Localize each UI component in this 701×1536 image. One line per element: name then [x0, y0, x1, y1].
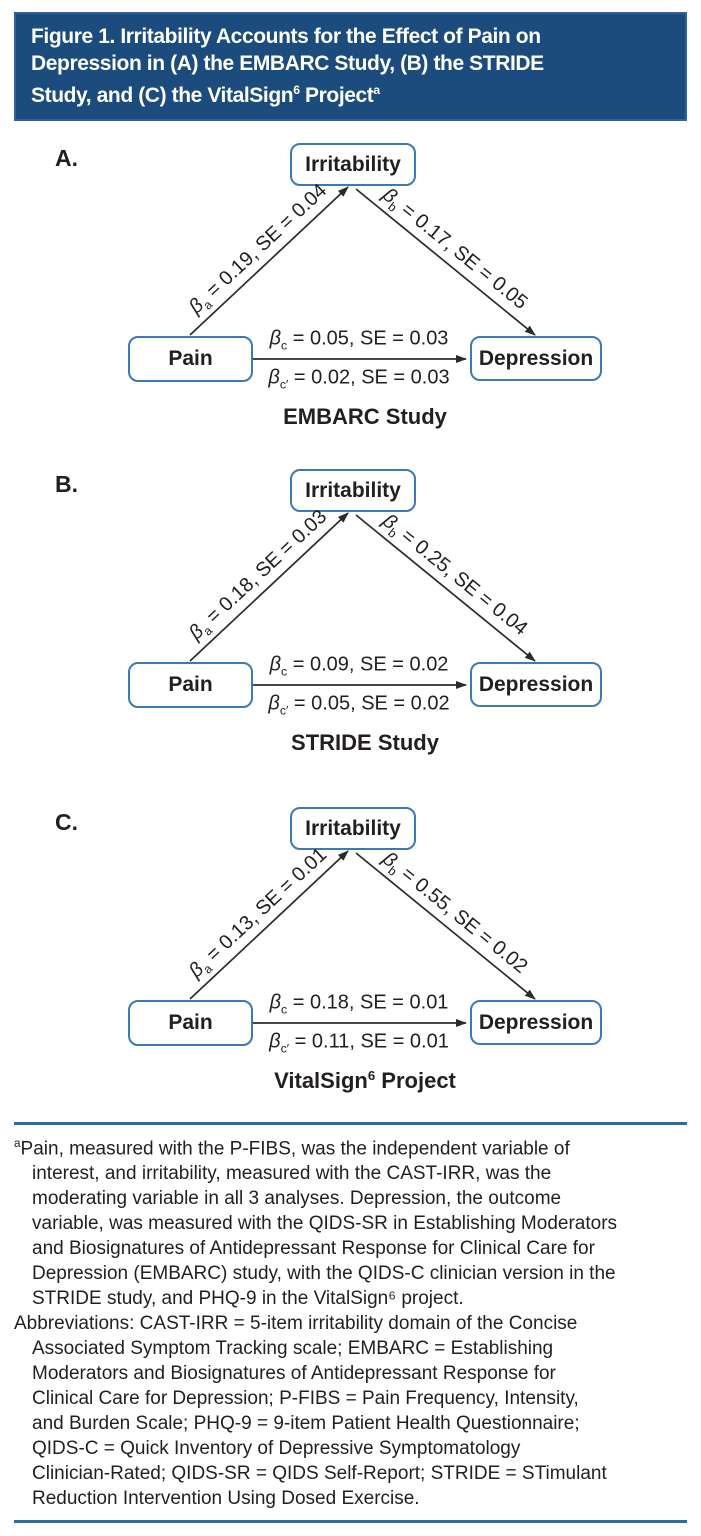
panel-a: A. Irritability Pain Depression βa = 0.1… [0, 133, 701, 465]
panel-b-caption: STRIDE Study [291, 730, 439, 756]
path-c-prime-label: βc′ = 0.11, SE = 0.01 [269, 1031, 449, 1056]
panel-b-arrows-svg [189, 512, 536, 689]
beta-symbol: β [268, 692, 280, 715]
footnote-line: and Biosignatures of Antidepressant Resp… [32, 1238, 595, 1260]
path-c-prime-label: βc′ = 0.05, SE = 0.02 [268, 693, 449, 718]
path-c-prime-subscript: c′ [279, 377, 289, 392]
beta-symbol: β [269, 991, 281, 1014]
abbreviations-line: Clinician-Rated; QIDS-SR = QIDS Self-Rep… [32, 1463, 607, 1485]
panel-a-caption: EMBARC Study [283, 404, 447, 430]
path-c-label: βc = 0.18, SE = 0.01 [270, 992, 449, 1017]
title-text: Project [299, 84, 374, 107]
footnote-marker-superscript: a [14, 1137, 21, 1150]
beta-symbol: β [269, 653, 281, 676]
beta-symbol: β [268, 366, 280, 389]
panel-a-arrows-svg [189, 186, 536, 363]
path-c-prime-subscript: c′ [280, 1041, 290, 1056]
path-c-prime-value: = 0.02, SE = 0.03 [288, 366, 450, 389]
path-c-label: βc = 0.09, SE = 0.02 [270, 654, 449, 679]
panel-c-caption: VitalSign6 Project [274, 1068, 456, 1094]
abbreviations-line: QIDS-C = Quick Inventory of Depressive S… [32, 1438, 521, 1460]
title-text: Study, and (C) the VitalSign [31, 84, 294, 107]
figure-title-bar: Figure 1. Irritability Accounts for the … [14, 12, 687, 121]
panel-b: B. Irritability Pain Depression βa = 0.1… [0, 459, 701, 791]
caption-text: Project [375, 1068, 456, 1094]
node-depression: Depression [470, 662, 602, 707]
panel-a-label: A. [55, 145, 78, 171]
footnote-line: aPain, measured with the P-FIBS, was the… [14, 1131, 698, 1161]
panel-c-label: C. [55, 809, 78, 835]
node-pain: Pain [128, 662, 253, 708]
path-a-arrow [189, 512, 349, 662]
path-c-prime-value: = 0.05, SE = 0.02 [288, 692, 450, 715]
path-b-arrow [355, 514, 536, 662]
footnote-line: Depression (EMBARC) study, with the QIDS… [32, 1263, 616, 1285]
vitalsign-superscript: 6 [293, 83, 300, 97]
caption-text: VitalSign [274, 1068, 368, 1094]
abbreviations-line: Abbreviations: CAST-IRR = 5-item irritab… [14, 1313, 578, 1335]
footnote-ref-superscript: a [373, 83, 380, 97]
caption-text: EMBARC Study [283, 404, 447, 430]
path-b-arrow [355, 852, 536, 1000]
abbreviations-line: Reduction Intervention Using Dosed Exerc… [32, 1488, 420, 1510]
figure-title-line-2: Depression in (A) the EMBARC Study, (B) … [31, 52, 544, 75]
beta-symbol: β [269, 1030, 281, 1053]
abbreviations-line: Clinical Care for Depression; P-FIBS = P… [32, 1388, 579, 1410]
footnote-line: interest, and irritability, measured wit… [32, 1163, 552, 1185]
path-c-value: = 0.09, SE = 0.02 [287, 653, 449, 676]
node-irritability: Irritability [290, 469, 416, 512]
caption-text: STRIDE Study [291, 730, 439, 756]
path-c-value: = 0.18, SE = 0.01 [287, 991, 449, 1014]
path-c-prime-value: = 0.11, SE = 0.01 [289, 1030, 449, 1053]
footnote-line: moderating variable in all 3 analyses. D… [32, 1188, 562, 1210]
footnote-line: variable, was measured with the QIDS-SR … [32, 1213, 618, 1235]
path-c-subscript: c [281, 1002, 288, 1017]
path-c-label: βc = 0.05, SE = 0.03 [270, 328, 449, 353]
panel-c: C. Irritability Pain Depression βa = 0.1… [0, 797, 701, 1129]
node-depression: Depression [470, 336, 602, 381]
path-c-subscript: c [281, 664, 288, 679]
footnotes-block: aPain, measured with the P-FIBS, was the… [14, 1131, 698, 1511]
abbreviations-line: Associated Symptom Tracking scale; EMBAR… [32, 1338, 554, 1360]
figure-title-line-1: Figure 1. Irritability Accounts for the … [31, 25, 541, 48]
node-pain: Pain [128, 1000, 253, 1046]
abbreviations-line: Moderators and Biosignatures of Antidepr… [32, 1363, 556, 1385]
node-irritability: Irritability [290, 807, 416, 850]
panel-c-arrows-svg [189, 850, 536, 1027]
path-c-subscript: c [281, 338, 288, 353]
bottom-divider [14, 1520, 687, 1523]
node-irritability: Irritability [290, 143, 416, 186]
beta-symbol: β [269, 327, 281, 350]
panel-b-label: B. [55, 471, 78, 497]
path-c-value: = 0.05, SE = 0.03 [287, 327, 449, 350]
footnote-text: Pain, measured with the P-FIBS, was the … [20, 1138, 570, 1160]
path-a-arrow [189, 850, 349, 1000]
node-depression: Depression [470, 1000, 602, 1045]
caption-superscript: 6 [367, 1067, 376, 1083]
figure-title-line-3: Study, and (C) the VitalSign6 Projecta [31, 77, 670, 109]
footnote-divider [14, 1122, 687, 1125]
abbreviations-line: and Burden Scale; PHQ-9 = 9-item Patient… [32, 1413, 580, 1435]
footnote-line: STRIDE study, and PHQ-9 in the VitalSign… [32, 1288, 464, 1310]
path-a-arrow [189, 186, 349, 336]
path-c-prime-subscript: c′ [279, 703, 289, 718]
path-c-prime-label: βc′ = 0.02, SE = 0.03 [268, 367, 449, 392]
node-pain: Pain [128, 336, 253, 382]
path-b-arrow [355, 188, 536, 336]
